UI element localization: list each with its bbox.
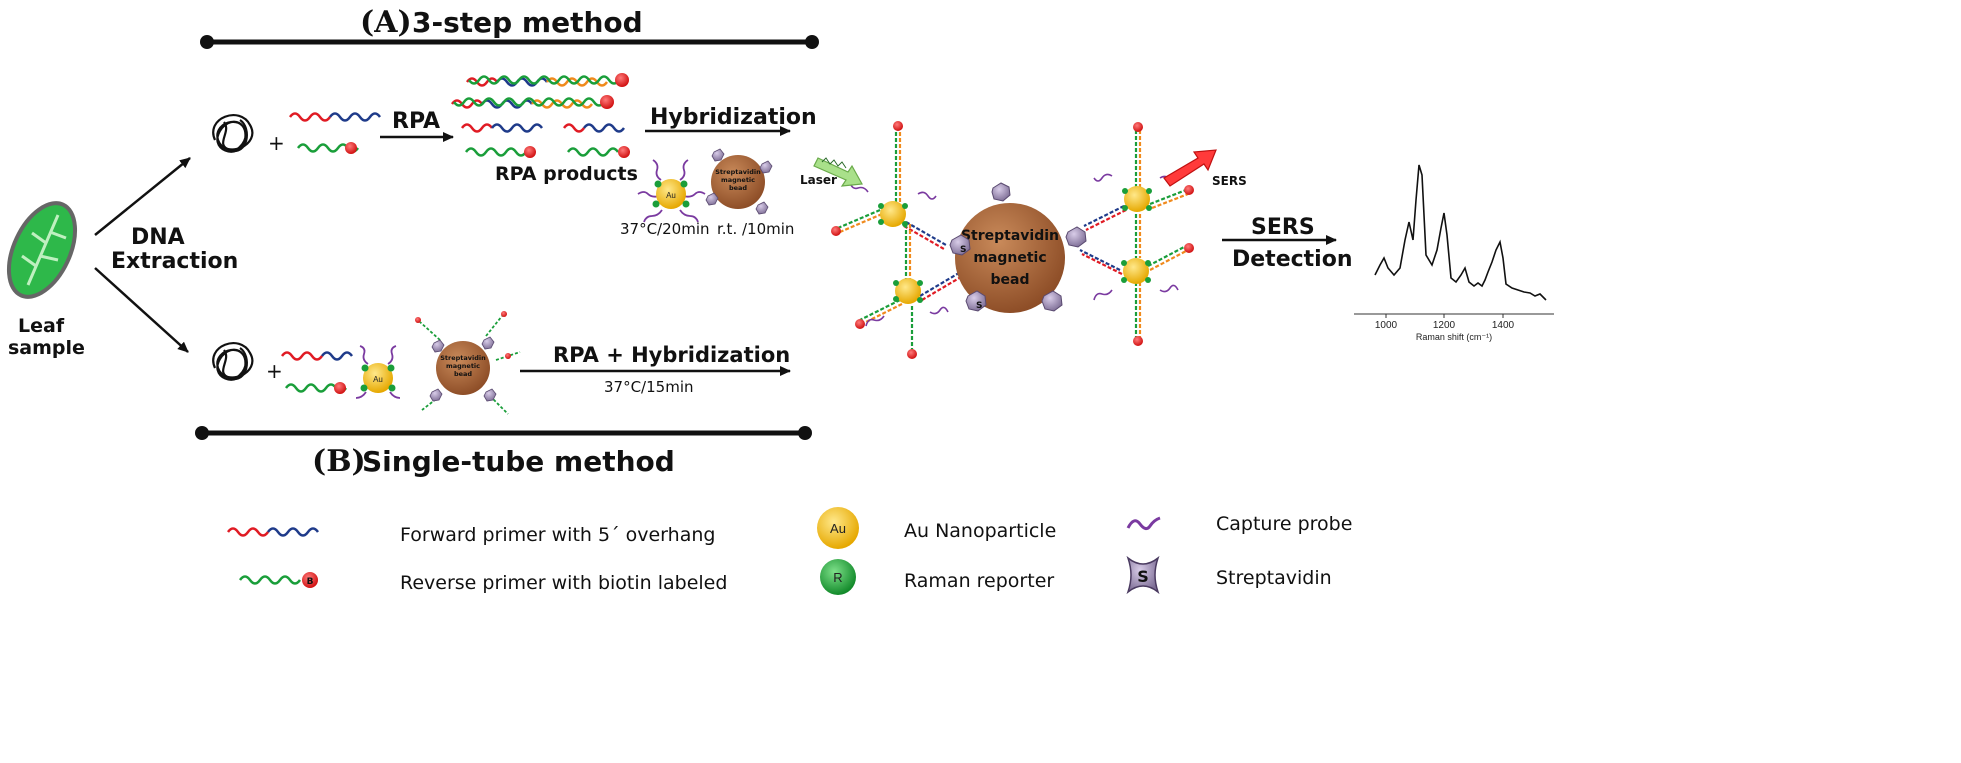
legend-streptavidin-label: Streptavidin (1216, 567, 1332, 589)
legend-raman-reporter-label: Raman reporter (904, 570, 1054, 592)
forward-primer-blue-part (328, 112, 382, 122)
header-a-bar-end (200, 35, 214, 49)
leaf-label-line1: Leaf (18, 315, 65, 337)
laser-label: Laser (800, 173, 837, 187)
svg-text:magnetic: magnetic (446, 362, 480, 370)
legend-biotin-letter: B (307, 577, 314, 587)
sers-detection-line1: SERS (1251, 215, 1315, 240)
rpa-product-short (460, 123, 626, 157)
biotin-icon (615, 73, 629, 87)
legend-raman-reporter-icon (820, 559, 856, 595)
plus-sign: + (268, 131, 285, 155)
streptavidin-s-letter: S (960, 245, 966, 255)
genomic-dna-icon (212, 342, 254, 381)
rpa-label: RPA (392, 109, 440, 134)
spectrum-tick: 1000 (1375, 320, 1398, 331)
header-a-bar-end (805, 35, 819, 49)
svg-text:Au: Au (666, 191, 676, 200)
bead-large-line2: magnetic (973, 250, 1046, 266)
biotin-icon (600, 95, 614, 109)
header-b-letter: (B) (312, 444, 366, 479)
leaf-icon (6, 201, 78, 299)
forward-primer-blue-part (320, 351, 354, 361)
arrow-to-3-step (94, 157, 191, 236)
header-single-tube: (B) Single-tube method (195, 426, 812, 479)
genomic-dna-icon (212, 114, 254, 153)
biotin-icon (345, 142, 357, 154)
condition-a2: r.t. /10min (717, 220, 794, 238)
legend-streptavidin-icon (1126, 555, 1160, 595)
svg-text:Streptavidin: Streptavidin (715, 168, 761, 176)
rpa-product-duplex (465, 75, 621, 87)
legend-s-symbol: S (1137, 567, 1149, 586)
dna-extraction-line2: Extraction (111, 249, 238, 274)
legend-forward-primer-icon (226, 527, 270, 537)
svg-text:bead: bead (454, 370, 472, 378)
forward-primer-red-part (288, 112, 332, 122)
biotin-icon (334, 382, 346, 394)
au-nanoparticle-probe: Au (355, 345, 401, 399)
legend-capture-probe-label: Capture probe (1216, 513, 1352, 535)
svg-text:bead: bead (729, 184, 747, 192)
condition-a1: 37°C/20min (620, 220, 710, 238)
condition-b: 37°C/15min (604, 378, 694, 396)
biotin-icon (524, 146, 536, 158)
header-3-step: (A) 3-step method (200, 5, 819, 49)
header-b-bar-end (195, 426, 209, 440)
hybridization-label: Hybridization (650, 105, 817, 130)
sers-arrow-label: SERS (1212, 174, 1247, 188)
streptavidin-magnetic-bead-large (955, 203, 1065, 313)
svg-text:magnetic: magnetic (721, 176, 755, 184)
spectrum-xlabel: Raman shift (cm⁻¹) (1416, 332, 1492, 342)
bead-large-line1: Streptavidin (961, 228, 1059, 244)
plus-sign: + (266, 359, 283, 383)
streptavidin-magnetic-bead-small: Streptavidin magnetic bead (415, 311, 521, 415)
svg-text:Streptavidin: Streptavidin (440, 354, 486, 362)
hybridization-complex: Streptavidin magnetic bead S S (831, 121, 1194, 359)
legend-capture-probe-icon (1126, 516, 1161, 531)
bead-large-line3: bead (991, 272, 1030, 288)
au-nanoparticle-probe: Au (637, 159, 706, 223)
header-a-letter: (A) (360, 5, 412, 40)
legend-au-label: Au Nanoparticle (904, 520, 1056, 542)
header-a-title: 3-step method (412, 6, 643, 39)
legend-reverse-primer-icon (238, 575, 302, 585)
arrow-to-single-tube (94, 267, 189, 353)
spectrum-tick: 1400 (1492, 320, 1515, 331)
header-b-title: Single-tube method (362, 445, 675, 478)
dna-extraction-line1: DNA (131, 225, 185, 250)
laser-arrow-icon (813, 157, 863, 187)
legend-biotin-icon (302, 572, 318, 588)
sers-signal-arrow-icon (1163, 149, 1217, 187)
sers-detection-line2: Detection (1232, 247, 1353, 272)
raman-spectrum-plot: 1000 1200 1400 Raman shift (cm⁻¹) (1354, 164, 1554, 342)
legend-au-icon (817, 507, 859, 549)
legend-r-symbol: R (833, 570, 842, 585)
leaf-label-line2: sample (8, 337, 85, 359)
legend-reverse-primer-label: Reverse primer with biotin labeled (400, 572, 727, 594)
forward-primer-red-part (280, 351, 324, 361)
spectrum-tick: 1200 (1433, 320, 1456, 331)
streptavidin-magnetic-bead-small: Streptavidin magnetic bead (705, 148, 773, 215)
rpa-products-label: RPA products (495, 163, 638, 185)
rpa-hybridization-label: RPA + Hybridization (553, 343, 790, 367)
biotin-icon (618, 146, 630, 158)
legend-forward-primer-label: Forward primer with 5´ overhang (400, 524, 715, 546)
svg-text:Au: Au (373, 375, 383, 384)
legend: Forward primer with 5´ overhang B Revers… (226, 507, 1352, 595)
header-b-bar-end (798, 426, 812, 440)
streptavidin-s-letter: S (976, 301, 982, 311)
rpa-product-duplex (450, 97, 606, 109)
legend-au-symbol: Au (830, 521, 846, 536)
